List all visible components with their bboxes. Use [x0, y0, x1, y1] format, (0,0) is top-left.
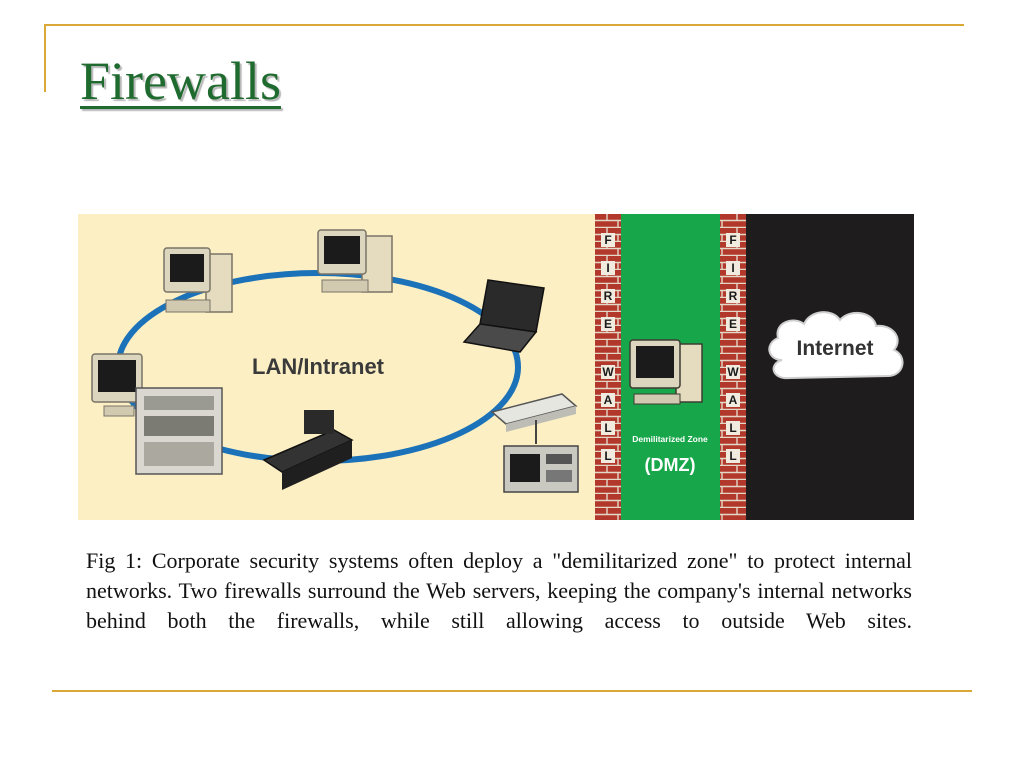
firewall-letter: L [729, 421, 736, 435]
internet-cloud-icon [768, 311, 904, 380]
firewall-letter: F [604, 233, 611, 247]
firewall-letter-tile [726, 365, 740, 379]
firewall-letter: W [727, 365, 739, 379]
firewall-letter-tile [601, 233, 615, 247]
firewall-letter-tile [601, 365, 615, 379]
firewall-letter: L [604, 449, 611, 463]
firewall-letter-tile [726, 449, 740, 463]
firewall-letter-tile [726, 289, 740, 303]
firewall-letter: L [604, 421, 611, 435]
server-rack-icon [135, 387, 223, 475]
firewall-letter: L [729, 449, 736, 463]
firewall-letter: R [729, 289, 738, 303]
firewall-letter-tile [601, 317, 615, 331]
figure-caption: Fig 1: Corporate security systems often … [86, 548, 912, 633]
internet-label: Internet [796, 337, 873, 360]
firewall-letter-tile [726, 261, 740, 275]
firewall-letter: I [606, 261, 609, 275]
dmz-server-icon [629, 339, 703, 405]
firewall-letter: E [604, 317, 612, 331]
dmz-label: (DMZ) [645, 455, 696, 475]
laptop-icon [462, 279, 545, 353]
left-accent-line [44, 24, 46, 92]
firewall-letter-tile [726, 393, 740, 407]
desktop-computer-icon [317, 229, 393, 293]
dmz-small-label: Demilitarized Zone [632, 434, 708, 444]
firewall-letter: W [602, 365, 614, 379]
test-instrument-icon [503, 445, 579, 493]
firewall-letter: R [604, 289, 613, 303]
firewall-letter: E [729, 317, 737, 331]
firewall-letter-tile [726, 421, 740, 435]
bottom-accent-line [52, 690, 972, 692]
network-switch-icon [262, 410, 354, 490]
top-accent-line [44, 24, 964, 26]
firewall-letter: A [729, 393, 738, 407]
firewall-letter-tile [601, 393, 615, 407]
firewall-letter-tile [601, 261, 615, 275]
firewall-dmz-diagram: LAN/Intranet [78, 214, 914, 520]
firewall-letter: I [731, 261, 734, 275]
firewall-letter-tile [726, 317, 740, 331]
firewall-letter-tile [601, 449, 615, 463]
desktop-computer-icon [163, 247, 233, 313]
firewall-letter-tile [726, 233, 740, 247]
lan-label: LAN/Intranet [252, 354, 385, 379]
firewall-letter-tile [601, 421, 615, 435]
slide-title: Firewalls [80, 51, 281, 111]
firewall-letter-tile [601, 289, 615, 303]
firewall-letter: A [604, 393, 613, 407]
firewall-letter: F [729, 233, 736, 247]
router-icon [490, 393, 578, 432]
workstation-icon [91, 353, 143, 417]
